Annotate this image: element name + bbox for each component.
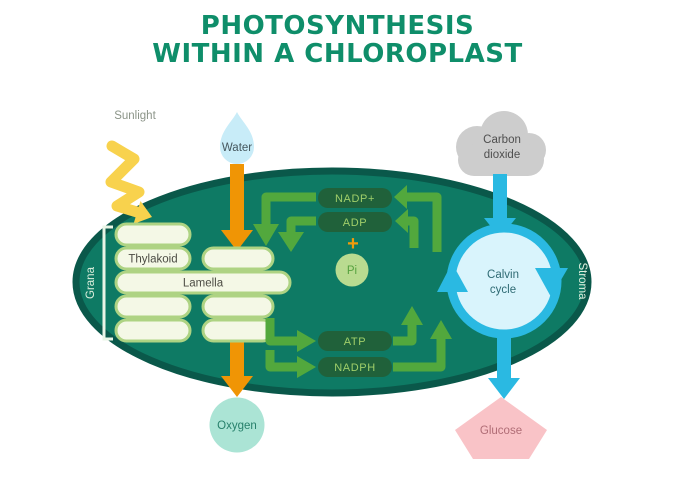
nadp-label: NADP+ bbox=[335, 193, 375, 205]
oxygen-label: Oxygen bbox=[217, 420, 257, 432]
right-arrowhead-icon bbox=[297, 356, 316, 378]
page-title: PHOTOSYNTHESIS WITHIN A CHLOROPLAST bbox=[0, 12, 675, 68]
sunlight-zigzag-arrow bbox=[105, 140, 145, 218]
right-arrowhead-icon bbox=[297, 330, 316, 352]
up-arrowhead-icon bbox=[430, 320, 452, 339]
thylakoid-pill bbox=[114, 222, 192, 247]
grana-label: Grana bbox=[85, 266, 97, 299]
thylakoid-label: Thylakoid bbox=[128, 254, 177, 266]
co2-arrow-shaft bbox=[493, 174, 507, 220]
page-title-line2: WITHIN A CHLOROPLAST bbox=[152, 39, 523, 70]
nadp-to-thylakoid-arrow bbox=[261, 192, 316, 226]
thylakoid-pill bbox=[201, 318, 275, 343]
water-label: Water bbox=[222, 142, 252, 154]
oxygen-arrow-shaft bbox=[230, 335, 244, 379]
glucose-label: Glucose bbox=[480, 425, 522, 437]
cloud-base bbox=[458, 144, 544, 176]
cycle-up-arrowhead-icon bbox=[437, 263, 468, 292]
calvin-cycle-arrowheads bbox=[437, 263, 568, 297]
atp-pill bbox=[318, 331, 392, 351]
glucose-arrow-head bbox=[488, 378, 520, 399]
water-arrow-head bbox=[221, 230, 253, 251]
nadph-to-calvin-arrow bbox=[393, 338, 446, 372]
orange-arrows bbox=[221, 164, 253, 397]
pi-circle bbox=[335, 253, 369, 287]
glucose-pentagon bbox=[455, 397, 547, 459]
calvin-label-line2: cycle bbox=[490, 284, 516, 296]
carbon-dioxide-label-line1: Carbon bbox=[483, 134, 521, 146]
thylakoid-pill bbox=[114, 246, 192, 271]
page-title-line1: PHOTOSYNTHESIS bbox=[200, 11, 475, 41]
sunlight-label: Sunlight bbox=[114, 110, 156, 122]
molecule-labels: NADP+ ADP ATP NADPH bbox=[334, 193, 376, 374]
thylakoid-stacks bbox=[114, 222, 292, 343]
oxygen-circle bbox=[209, 397, 265, 453]
nadph-pill bbox=[318, 357, 392, 377]
thylakoid-pill bbox=[114, 318, 192, 343]
thylakoid-pill bbox=[201, 246, 275, 271]
atp-to-calvin-arrow bbox=[393, 324, 417, 346]
lamella-pill bbox=[114, 270, 292, 295]
left-arrowhead-icon bbox=[395, 209, 408, 233]
molecule-pills bbox=[318, 188, 392, 377]
glucose-arrow-shaft bbox=[497, 336, 511, 380]
pi-label: Pi bbox=[347, 265, 357, 277]
calvin-cycle-ring bbox=[446, 223, 562, 339]
thylakoid-to-nadph-arrow bbox=[265, 350, 298, 372]
calvin-label-line1: Calvin bbox=[487, 269, 519, 281]
atp-label: ATP bbox=[344, 336, 366, 348]
plus-sign: + bbox=[347, 233, 359, 255]
water-droplet-icon bbox=[220, 112, 254, 164]
up-arrowhead-icon bbox=[401, 306, 423, 325]
carbon-dioxide-label-line2: dioxide bbox=[484, 149, 520, 161]
nadph-label: NADPH bbox=[334, 362, 376, 374]
oxygen-arrow-head bbox=[221, 376, 253, 397]
calvin-to-nadp-arrow bbox=[405, 192, 442, 252]
thylakoid-pill bbox=[201, 294, 275, 319]
thylakoid-pill bbox=[114, 294, 192, 319]
cycle-down-arrowhead-icon bbox=[535, 268, 568, 297]
green-arrow-shafts bbox=[261, 192, 446, 372]
left-arrowhead-icon bbox=[394, 185, 407, 209]
cyan-arrows bbox=[484, 174, 520, 399]
adp-pill bbox=[318, 212, 392, 232]
calvin-to-adp-arrow bbox=[407, 216, 419, 248]
lamella-label: Lamella bbox=[183, 278, 224, 290]
down-arrowhead-icon bbox=[253, 224, 279, 246]
nadp-pill bbox=[318, 188, 392, 208]
green-arrowheads bbox=[253, 185, 452, 378]
sunlight-arrowhead-icon bbox=[133, 201, 152, 224]
stroma-label: Stroma bbox=[576, 262, 588, 300]
adp-to-thylakoid-arrow bbox=[286, 216, 316, 234]
adp-label: ADP bbox=[343, 217, 367, 229]
carbon-dioxide-cloud-icon bbox=[456, 111, 546, 176]
thylakoid-to-atp-arrow bbox=[265, 318, 298, 346]
down-arrowhead-icon bbox=[278, 232, 304, 252]
grana-bracket bbox=[102, 225, 113, 341]
water-arrow-shaft bbox=[230, 164, 244, 232]
